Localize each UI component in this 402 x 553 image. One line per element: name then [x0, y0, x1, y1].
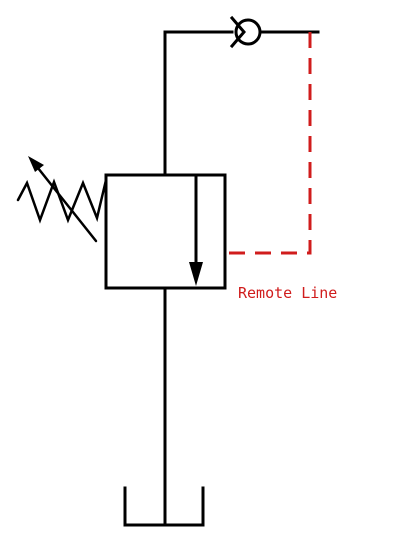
flow-arrow-icon — [189, 173, 203, 286]
check-valve-icon — [229, 15, 262, 49]
adjustable-spring-icon — [16, 156, 108, 243]
tank-icon — [123, 486, 205, 527]
remote-pilot-line — [225, 32, 312, 255]
relief-valve-icon — [104, 173, 227, 290]
pressure-line — [163, 30, 320, 177]
remote-line-label: Remote Line — [238, 284, 337, 302]
